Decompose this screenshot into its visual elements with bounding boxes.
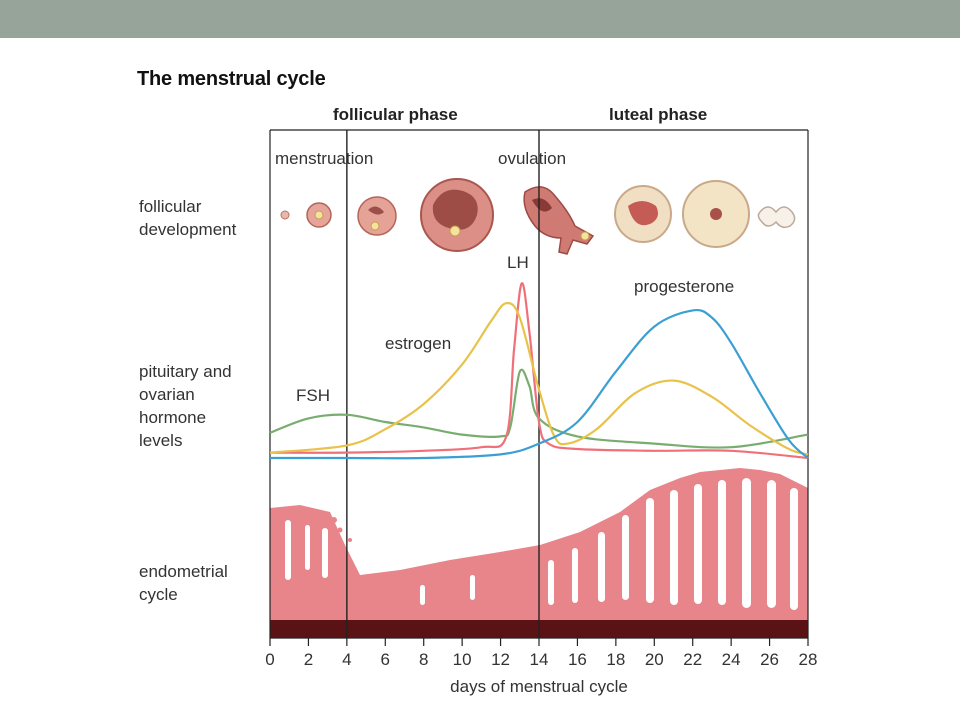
- phase-boundaries: [346, 130, 540, 638]
- x-tick-label: 18: [606, 650, 626, 669]
- corpus-luteum-early-icon: [614, 185, 672, 243]
- row-label-line: cycle: [139, 585, 178, 604]
- x-axis-ticks: [269, 638, 809, 646]
- row-label-follicular-development: follicular development: [139, 195, 236, 241]
- follicle-primary-icon: [306, 202, 332, 228]
- estrogen-curve: [269, 301, 809, 456]
- fsh-label: FSH: [296, 386, 330, 405]
- follicular-phase-label: follicular phase: [333, 105, 458, 124]
- x-tick-label: 4: [342, 650, 352, 669]
- hormone-curves: [269, 282, 809, 460]
- x-tick-label: 10: [452, 650, 472, 669]
- row-label-hormone-levels: pituitary and ovarian hormone levels: [139, 360, 232, 452]
- ovulation-label: ovulation: [498, 149, 567, 168]
- follicle-tertiary-icon: [420, 178, 494, 252]
- endometrial-glands: [285, 478, 798, 610]
- row-label-line: pituitary and: [139, 362, 232, 381]
- follicle-ovulating-icon: [523, 186, 595, 255]
- row-label-line: ovarian: [139, 385, 195, 404]
- diagram-title: The menstrual cycle: [137, 68, 326, 90]
- x-tick-label: 22: [683, 650, 703, 669]
- x-tick-label: 26: [760, 650, 780, 669]
- row-label-line: endometrial: [139, 562, 228, 581]
- x-tick-label: 28: [798, 650, 818, 669]
- x-axis-label: days of menstrual cycle: [450, 677, 628, 696]
- follicle-primordial-icon: [280, 210, 290, 220]
- row-label-line: hormone: [139, 408, 207, 427]
- row-label-line: levels: [139, 431, 183, 450]
- fsh-curve: [269, 368, 809, 449]
- x-tick-label: 8: [418, 650, 429, 669]
- lh-curve: [269, 282, 809, 460]
- estrogen-label: estrogen: [385, 334, 452, 353]
- follicle-secondary-icon: [357, 196, 397, 236]
- x-tick-label: 12: [491, 650, 511, 669]
- row-label-endometrial-cycle: endometrial cycle: [139, 560, 228, 606]
- row-label-line: follicular: [139, 197, 202, 216]
- header-bar: [0, 0, 960, 38]
- x-tick-label: 20: [644, 650, 664, 669]
- x-tick-label: 16: [567, 650, 587, 669]
- menstruation-label: menstruation: [275, 149, 374, 168]
- lh-label: LH: [507, 253, 529, 272]
- x-tick-label: 24: [721, 650, 741, 669]
- corpus-luteum-mature-icon: [682, 180, 750, 248]
- x-tick-label: 0: [265, 650, 275, 669]
- corpus-albicans-icon: [757, 206, 796, 229]
- row-label-line: development: [139, 220, 237, 239]
- luteal-phase-label: luteal phase: [609, 105, 708, 124]
- x-tick-label: 14: [529, 650, 549, 669]
- follicle-images: [280, 178, 796, 255]
- x-tick-label: 2: [303, 650, 314, 669]
- progesterone-label: progesterone: [634, 277, 735, 296]
- x-tick-label: 6: [380, 650, 391, 669]
- progesterone-curve: [269, 308, 809, 460]
